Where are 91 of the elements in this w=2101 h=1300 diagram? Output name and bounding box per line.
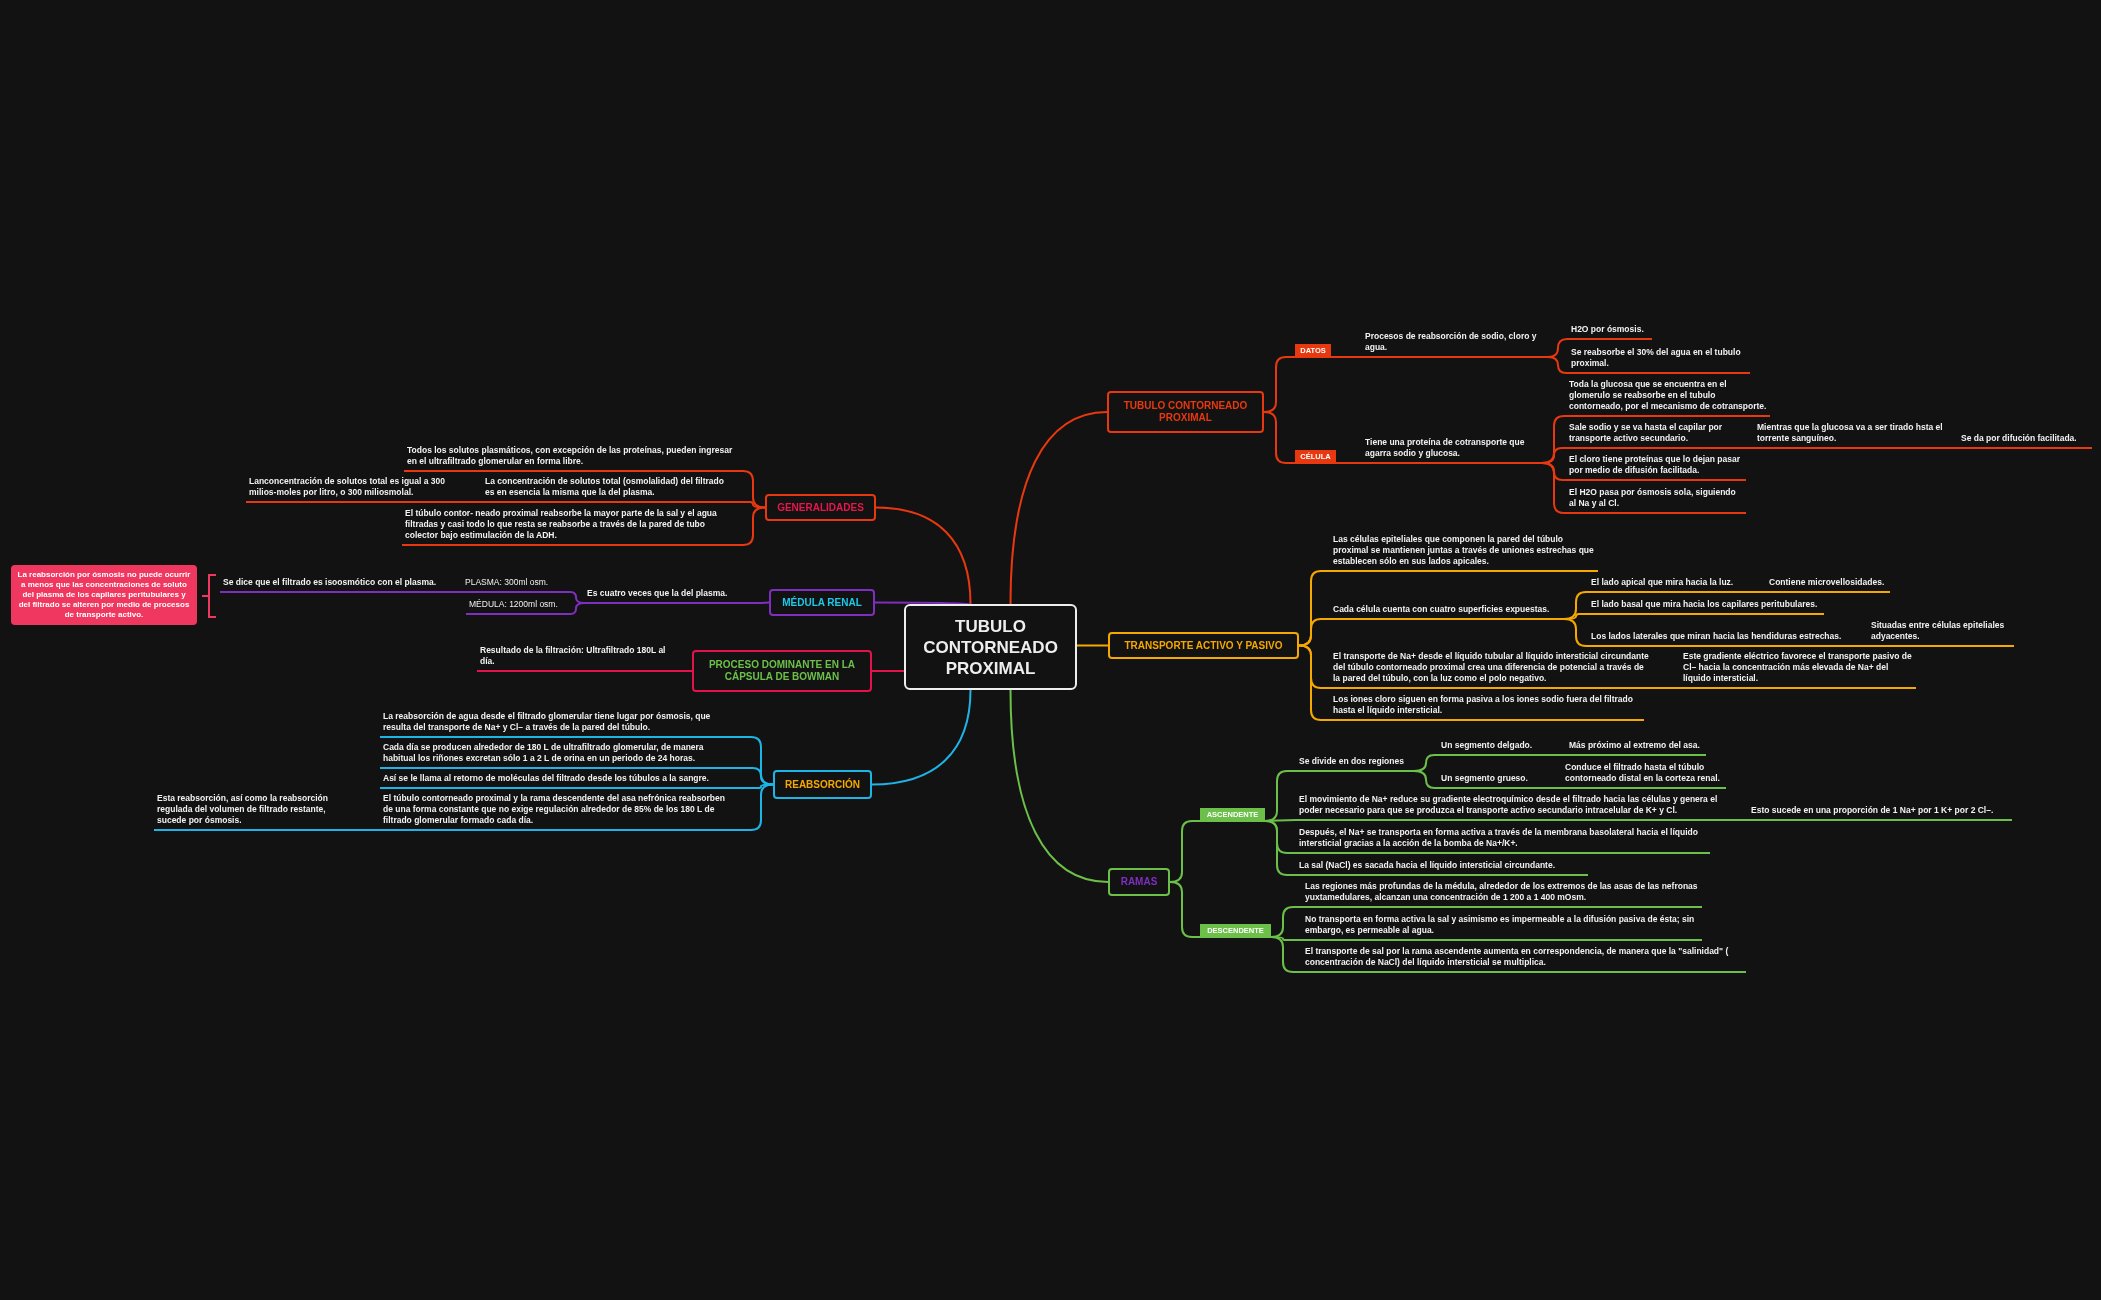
connector-line	[1743, 447, 1755, 449]
connector-line	[469, 501, 483, 503]
connector-line	[1547, 356, 1569, 374]
subtopic: El lado basal que mira hacia los capilares peritubulares.	[1588, 599, 1824, 615]
connector-line	[871, 670, 905, 672]
main-topic-box: MÉDULA RENAL	[769, 589, 875, 616]
connector-line	[1563, 618, 1589, 647]
subtopic: Sale sodio y se va hasta el capilar por transporte activo secundario.	[1566, 422, 1744, 449]
subtopic: Se dice que el filtrado es isoosmótico con el plasma.	[220, 577, 446, 593]
subtopic: La concentración de solutos total (osmolalidad) del filtrado es en esencia la misma que la del plasma.	[482, 476, 738, 503]
connector-line	[1298, 618, 1331, 647]
connector-line	[1076, 644, 1109, 647]
subtopic: MÉDULA: 1200ml osm.	[466, 599, 568, 615]
connector-line	[871, 689, 972, 786]
main-topic-box: TUBULO CONTORNEADO PROXIMAL	[1107, 391, 1264, 433]
connector-line	[1264, 820, 1297, 876]
connector-line	[1755, 591, 1767, 593]
connector-line	[761, 601, 770, 604]
subtopic: Resultado de la filtración: Ultrafiltrado 180L al día.	[477, 645, 677, 672]
connector-line	[735, 767, 774, 786]
subtopic: El transporte de Na+ desde el líquido tubular al líquido intersticial circundante del túbulo contorneado proximal crea una diferencia de potencial a través de la pared del túbulo, con la luz como el polo negativo.	[1330, 651, 1652, 689]
subtopic: Conduce el filtrado hasta el túbulo contorneado distal en la corteza renal.	[1562, 762, 1726, 789]
main-topic-box: RAMAS	[1108, 868, 1170, 896]
connector-line	[737, 506, 766, 546]
subtopic: La reabsorción de agua desde el filtrado glomerular tiene lugar por ósmosis, que resulta del transporte de Na+ y Cl– a través de la pared del túbulo.	[380, 711, 736, 738]
connector-line	[1855, 645, 1869, 647]
connector-line	[1298, 644, 1331, 721]
connector-line	[735, 783, 774, 831]
main-topic-box: GENERALIDADES	[765, 494, 876, 521]
subtopic: PLASMA: 300ml osm.	[462, 577, 568, 593]
connector-line	[1735, 819, 1749, 821]
subtopic: Más próximo al extremo del asa.	[1566, 740, 1706, 756]
subtopic: H2O por ósmosis.	[1568, 324, 1652, 340]
subtopic: Tiene una proteína de cotransporte que agarra sodio y glucosa.	[1362, 437, 1542, 464]
subtopic: Cada célula cuenta con cuatro superficies expuestas.	[1330, 604, 1564, 620]
subtopic: Después, el Na+ se transporta en forma activa a través de la membrana basolateral hacia el líquido intersticial gracias a la acción de la bomba de Na+/K+.	[1296, 827, 1710, 854]
subtopic: Un segmento grueso.	[1438, 773, 1550, 789]
subtopic: Las células epiteliales que componen la pared del túbulo proximal se mantienen juntas a través de uniones estrechas que establecen sólo en sus lados apicales.	[1330, 534, 1598, 572]
subtopic: Un segmento delgado.	[1438, 740, 1556, 756]
connector-line	[1009, 689, 1109, 883]
connector-line	[567, 602, 585, 615]
note-callout-box: La reabsorción por ósmosis no puede ocurrir a menos que las concentraciones de soluto del plasma de los capilares peritubulares y del filtrado se alteren por medio de procesos de transporte activo.	[11, 565, 197, 625]
subtopic: Las regiones más profundas de la médula, alrededor de los extremos de las asas de las nefronas yuxtamedulares, alcanzan una concentración de 1 200 a 1 400 mOsm.	[1302, 881, 1702, 908]
central-topic-box: TUBULO CONTORNEADO PROXIMAL	[904, 604, 1077, 690]
subtopic: El túbulo contorneado proximal y la rama descendente del asa nefrónica reabsorben de una forma constante que no exige regulación alrededor de 85% de los 180 L de filtrado glomerular formado cada día.	[380, 793, 736, 831]
connector-line	[1335, 462, 1363, 464]
subtopic: La sal (NaCl) es sacada hacia el líquido intersticial circundante.	[1296, 860, 1588, 876]
main-topic-box: REABSORCIÓN	[773, 770, 872, 799]
subtopic: El túbulo contor- neado proximal reabsorbe la mayor parte de la sal y el agua filtradas y casi todo lo que resta se reabsorbe a través de la pared de tubo colector bajo estimulación de la ADH.	[402, 508, 738, 546]
connector-line	[1270, 936, 1303, 973]
subtopic: Toda la glucosa que se encuentra en el glomerulo se reabsorbe en el tubulo contorneado, por el mecanismo de cotransporte.	[1566, 379, 1770, 417]
subtopic: El cloro tiene proteínas que lo dejan pasar por medio de difusión facilitada.	[1566, 454, 1746, 481]
subtopic: El H2O pasa por ósmosis sola, siguiendo al Na y al Cl.	[1566, 487, 1746, 514]
connector-line	[737, 501, 766, 509]
connector-line	[1945, 447, 1959, 449]
connector-line	[1263, 411, 1296, 464]
subtopic: Es cuatro veces que la del plasma.	[584, 588, 762, 604]
connector-line	[874, 601, 972, 605]
subtopic: El movimiento de Na+ reduce su gradiente electroquímico desde el filtrado hacia las células y genera el poder necesario para que se produzca el transporte activo secundario intracelular de K+ y Cl.	[1296, 794, 1736, 821]
connector-line	[1555, 754, 1567, 756]
main-topic-box: TRANSPORTE ACTIVO Y PASIVO	[1108, 632, 1299, 659]
connector-line	[1413, 770, 1439, 789]
subtopic: Se divide en dos regiones	[1296, 756, 1414, 772]
connector-line	[445, 591, 463, 593]
subtopic: Así se le llama al retorno de moléculas del filtrado desde los túbulos a la sangre.	[380, 773, 736, 789]
subtopic: Se da por difución facilitada.	[1958, 433, 2092, 449]
subtopic: Lanconcentración de solutos total es igual a 300 milios-moles por litro, o 300 miliosmolal.	[246, 476, 470, 503]
subtopic: No transporta en forma activa la sal y asimismo es impermeable a la difusión pasiva de ésta; sin embargo, es permeable al agua.	[1302, 914, 1702, 941]
subtopic: Los iones cloro siguen en forma pasiva a los iones sodio fuera del filtrado hasta el líquido intersticial.	[1330, 694, 1644, 721]
subtopic: Procesos de reabsorción de sodio, cloro y agua.	[1362, 331, 1548, 358]
subtopic: Todos los solutos plasmáticos, con excepción de las proteínas, pueden ingresar en el ultrafiltrado glomerular en forma libre.	[404, 445, 738, 472]
subtopic: Mientras que la glucosa va a ser tirado hsta el torrente sanguíneo.	[1754, 422, 1946, 449]
connector-line	[1541, 462, 1567, 514]
subtopic: Este gradiente eléctrico favorece el transporte pasivo de Cl– hacia la concentración más elevada de Na+ del líquido intersticial.	[1680, 651, 1916, 689]
subtopic: Contiene microvellosidades.	[1766, 577, 1890, 593]
connector-line	[875, 506, 972, 605]
connector-line	[1651, 687, 1681, 689]
connector-line	[1549, 787, 1563, 789]
subtopic: El lado apical que mira hacia la luz.	[1588, 577, 1756, 593]
subtopic: Cada día se producen alrededor de 180 L de ultrafiltrado glomerular, de manera habitual los riñones excretan sólo 1 a 2 L de orina en un periodo de 24 horas.	[380, 742, 736, 769]
connector-line	[676, 670, 693, 672]
subtopic: Los lados laterales que miran hacia las hendiduras estrechas.	[1588, 631, 1856, 647]
connector-line	[1009, 411, 1108, 605]
subtopic: Esta reabsorción, así como la reabsorción regulada del volumen de filtrado restante, sucede por ósmosis.	[154, 793, 344, 831]
subtopic: Situadas entre células epiteliales adyacentes.	[1868, 620, 2014, 647]
subtopic: Se reabsorbe el 30% del agua en el tubulo proximal.	[1568, 347, 1750, 374]
main-topic-box: PROCESO DOMINANTE EN LA CÁPSULA DE BOWMAN	[692, 650, 872, 692]
connector-line	[343, 829, 381, 831]
subtopic: Esto sucede en una proporción de 1 Na+ por 1 K+ por 2 Cl–.	[1748, 805, 2012, 821]
subtopic: El transporte de sal por la rama ascendente aumenta en correspondencia, de manera que la "salinidad" ( concentración de NaCl) del líquido intersticial se multiplica.	[1302, 946, 1746, 973]
connector-line	[1330, 356, 1363, 358]
